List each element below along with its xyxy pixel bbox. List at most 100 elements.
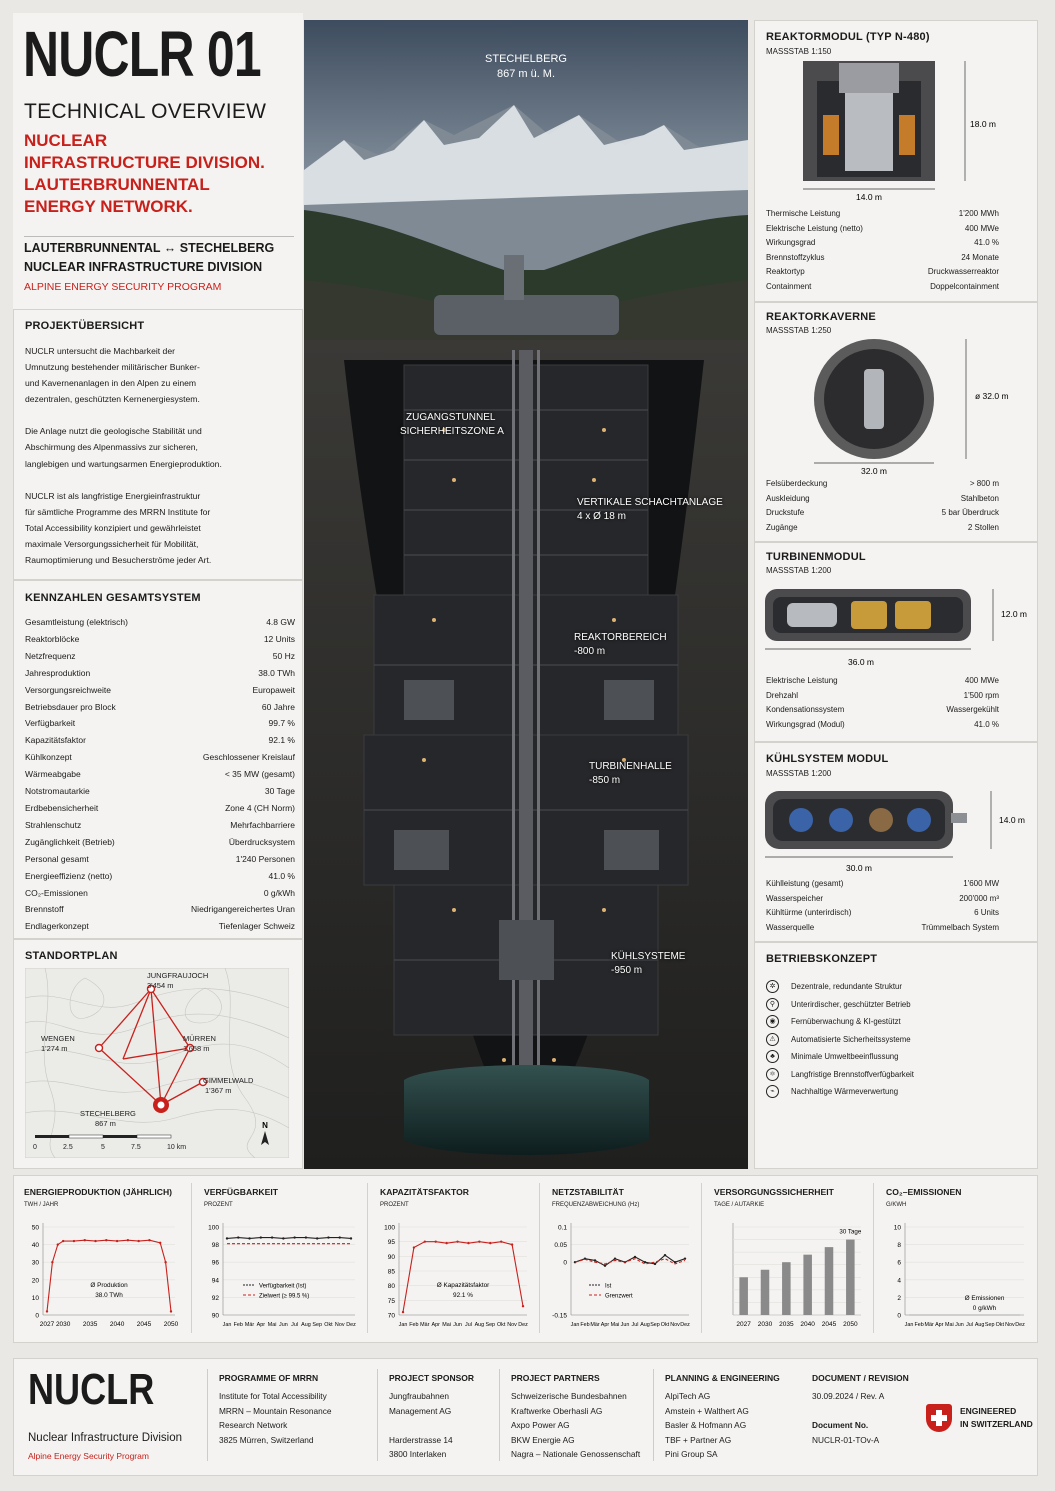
- footer-line: Research Network: [219, 1420, 288, 1430]
- data-point: [164, 1261, 167, 1264]
- spec-label: Zugänglichkeit (Betrieb): [25, 836, 115, 847]
- x-tick-label: Feb: [580, 1322, 589, 1328]
- label-line: KÜHLSYSTEME: [611, 951, 686, 962]
- lock-icon: ⚠: [766, 1032, 779, 1046]
- kennzahlen-panel: KENNZAHLEN GESAMTSYSTEM Gesamtleistung (…: [13, 580, 303, 939]
- x-tick-label: Jul: [632, 1322, 639, 1328]
- spec-value: 41.0 %: [974, 719, 999, 729]
- network-icon: ✲: [766, 980, 779, 994]
- place-alt: 1'658 m: [183, 1044, 209, 1053]
- x-tick-label: Jun: [453, 1322, 462, 1328]
- x-tick-label: Sep: [312, 1322, 322, 1328]
- chart-annotation: 0 g/kWh: [973, 1305, 997, 1312]
- reaktormodul-panel: REAKTORMODUL (TYP N-480) MASSSTAB 1:150 …: [754, 20, 1038, 302]
- spec-value: < 35 MW (gesamt): [224, 769, 295, 780]
- label-line: -850 m: [589, 775, 621, 786]
- betrieb-item: ⚲Unterirdischer, geschützter Betrieb: [766, 996, 1026, 1014]
- spec-label: Verfügbarkeit: [25, 718, 76, 729]
- footer-line: Institute for Total Accessibility: [219, 1391, 327, 1401]
- spec-label: Notstromautarkie: [25, 786, 90, 797]
- brand-title: NUCLR 01: [23, 18, 262, 90]
- data-point: [148, 1239, 151, 1242]
- spec-label: Druckstufe: [766, 508, 805, 518]
- bar: [782, 1262, 791, 1315]
- y-tick-label: 4: [897, 1277, 901, 1284]
- footer-panel: NUCLR Nuclear Infrastructure Division Al…: [13, 1358, 1038, 1476]
- x-tick-label: 2030: [758, 1321, 773, 1328]
- y-tick-label: 40: [32, 1242, 40, 1249]
- x-tick-label: Okt: [996, 1322, 1005, 1328]
- kennzahlen-title: KENNZAHLEN GESAMTSYSTEM: [25, 592, 201, 604]
- location-name: STECHELBERG: [485, 53, 567, 65]
- footer-line: 3800 Interlaken: [389, 1449, 447, 1459]
- spec-value: Zone 4 (CH Norm): [225, 802, 295, 813]
- spec-value: 2 Stollen: [967, 522, 999, 532]
- spec-row: Zugänglichkeit (Betrieb)Überdrucksystem: [25, 834, 295, 851]
- overview-line: Die Anlage nutzt die geologische Stabili…: [25, 426, 202, 437]
- data-point: [56, 1243, 59, 1246]
- data-point: [159, 1241, 162, 1245]
- x-tick-label: Aug: [301, 1322, 311, 1328]
- spec-label: Drehzahl: [766, 690, 799, 700]
- footer-division: Nuclear Infrastructure Division: [28, 1432, 183, 1444]
- y-tick-label: 0: [35, 1313, 39, 1320]
- data-point: [603, 1264, 607, 1267]
- data-point: [478, 1240, 481, 1243]
- x-tick-label: 2027: [40, 1321, 55, 1328]
- spec-label: Containment: [766, 281, 812, 291]
- chart-annotation: 92.1 %: [453, 1292, 473, 1299]
- x-tick-label: Sep: [485, 1322, 495, 1328]
- betrieb-item: ⚠Automatisierte Sicherheitssysteme: [766, 1031, 1026, 1049]
- spec-value: Geschlossener Kreislauf: [202, 752, 295, 763]
- chart-title: NETZSTABILITÄT: [552, 1187, 624, 1197]
- division-label: NUCLEAR INFRASTRUCTURE DIVISION: [24, 260, 263, 274]
- betrieb-title: BETRIEBSKONZEPT: [766, 953, 878, 965]
- chart-title: CO₂–EMISSIONEN: [886, 1187, 962, 1197]
- data-point: [282, 1237, 285, 1240]
- x-tick-label: Jan: [905, 1322, 914, 1328]
- data-point: [467, 1241, 470, 1245]
- y-tick-label: 85: [388, 1269, 396, 1276]
- spec-value: 30 Tage: [264, 786, 295, 797]
- spec-label: Kühlleistung (gesamt): [766, 879, 844, 888]
- data-point: [94, 1239, 97, 1243]
- section-label-turbine: TURBINENHALLE -850 m: [589, 760, 672, 788]
- site-map: JUNGFRAUJOCH 3'454 m WENGEN 1'274 m MÜRR…: [25, 968, 289, 1158]
- spec-label: Kondensationssystem: [766, 705, 845, 715]
- spec-value: Stahlbeton: [960, 493, 999, 503]
- chart-ylabel: TAGE / AUTARKIE: [714, 1202, 765, 1208]
- betrieb-label: Unterirdischer, geschützter Betrieb: [791, 999, 911, 1009]
- cooling-drawing: 30.0 m 14.0 m: [765, 791, 1025, 873]
- data-point: [401, 1310, 405, 1314]
- x-tick-label: Jul: [465, 1322, 472, 1328]
- footer-line: AlpiTech AG: [665, 1391, 711, 1401]
- spec-label: Energieeffizienz (netto): [25, 870, 113, 881]
- betrieb-item: ◉Fernüberwachung & KI-gestützt: [766, 1013, 1026, 1031]
- x-tick-label: Okt: [324, 1322, 333, 1328]
- marker-wengen: [94, 1043, 104, 1053]
- y-tick-label: 10: [894, 1225, 902, 1232]
- spec-label: Gesamtleistung (elektrisch): [25, 617, 128, 627]
- x-tick-label: 2027: [736, 1321, 751, 1328]
- x-tick-label: Jul: [291, 1322, 298, 1328]
- data-point: [259, 1236, 263, 1239]
- spec-value: 1'600 MW: [963, 879, 999, 888]
- x-tick-label: 2040: [110, 1321, 125, 1328]
- marker-muerren: [185, 1043, 195, 1053]
- x-tick-label: 2045: [822, 1321, 837, 1328]
- footer-column-title: PROJECT PARTNERS: [511, 1373, 600, 1383]
- footer-line: Harderstrasse 14: [389, 1434, 453, 1445]
- chart-title: ENERGIEPRODUKTION (JÄHRLICH): [24, 1187, 173, 1197]
- north-arrow-icon: N: [261, 1121, 269, 1145]
- x-tick-label: Mai: [268, 1322, 277, 1328]
